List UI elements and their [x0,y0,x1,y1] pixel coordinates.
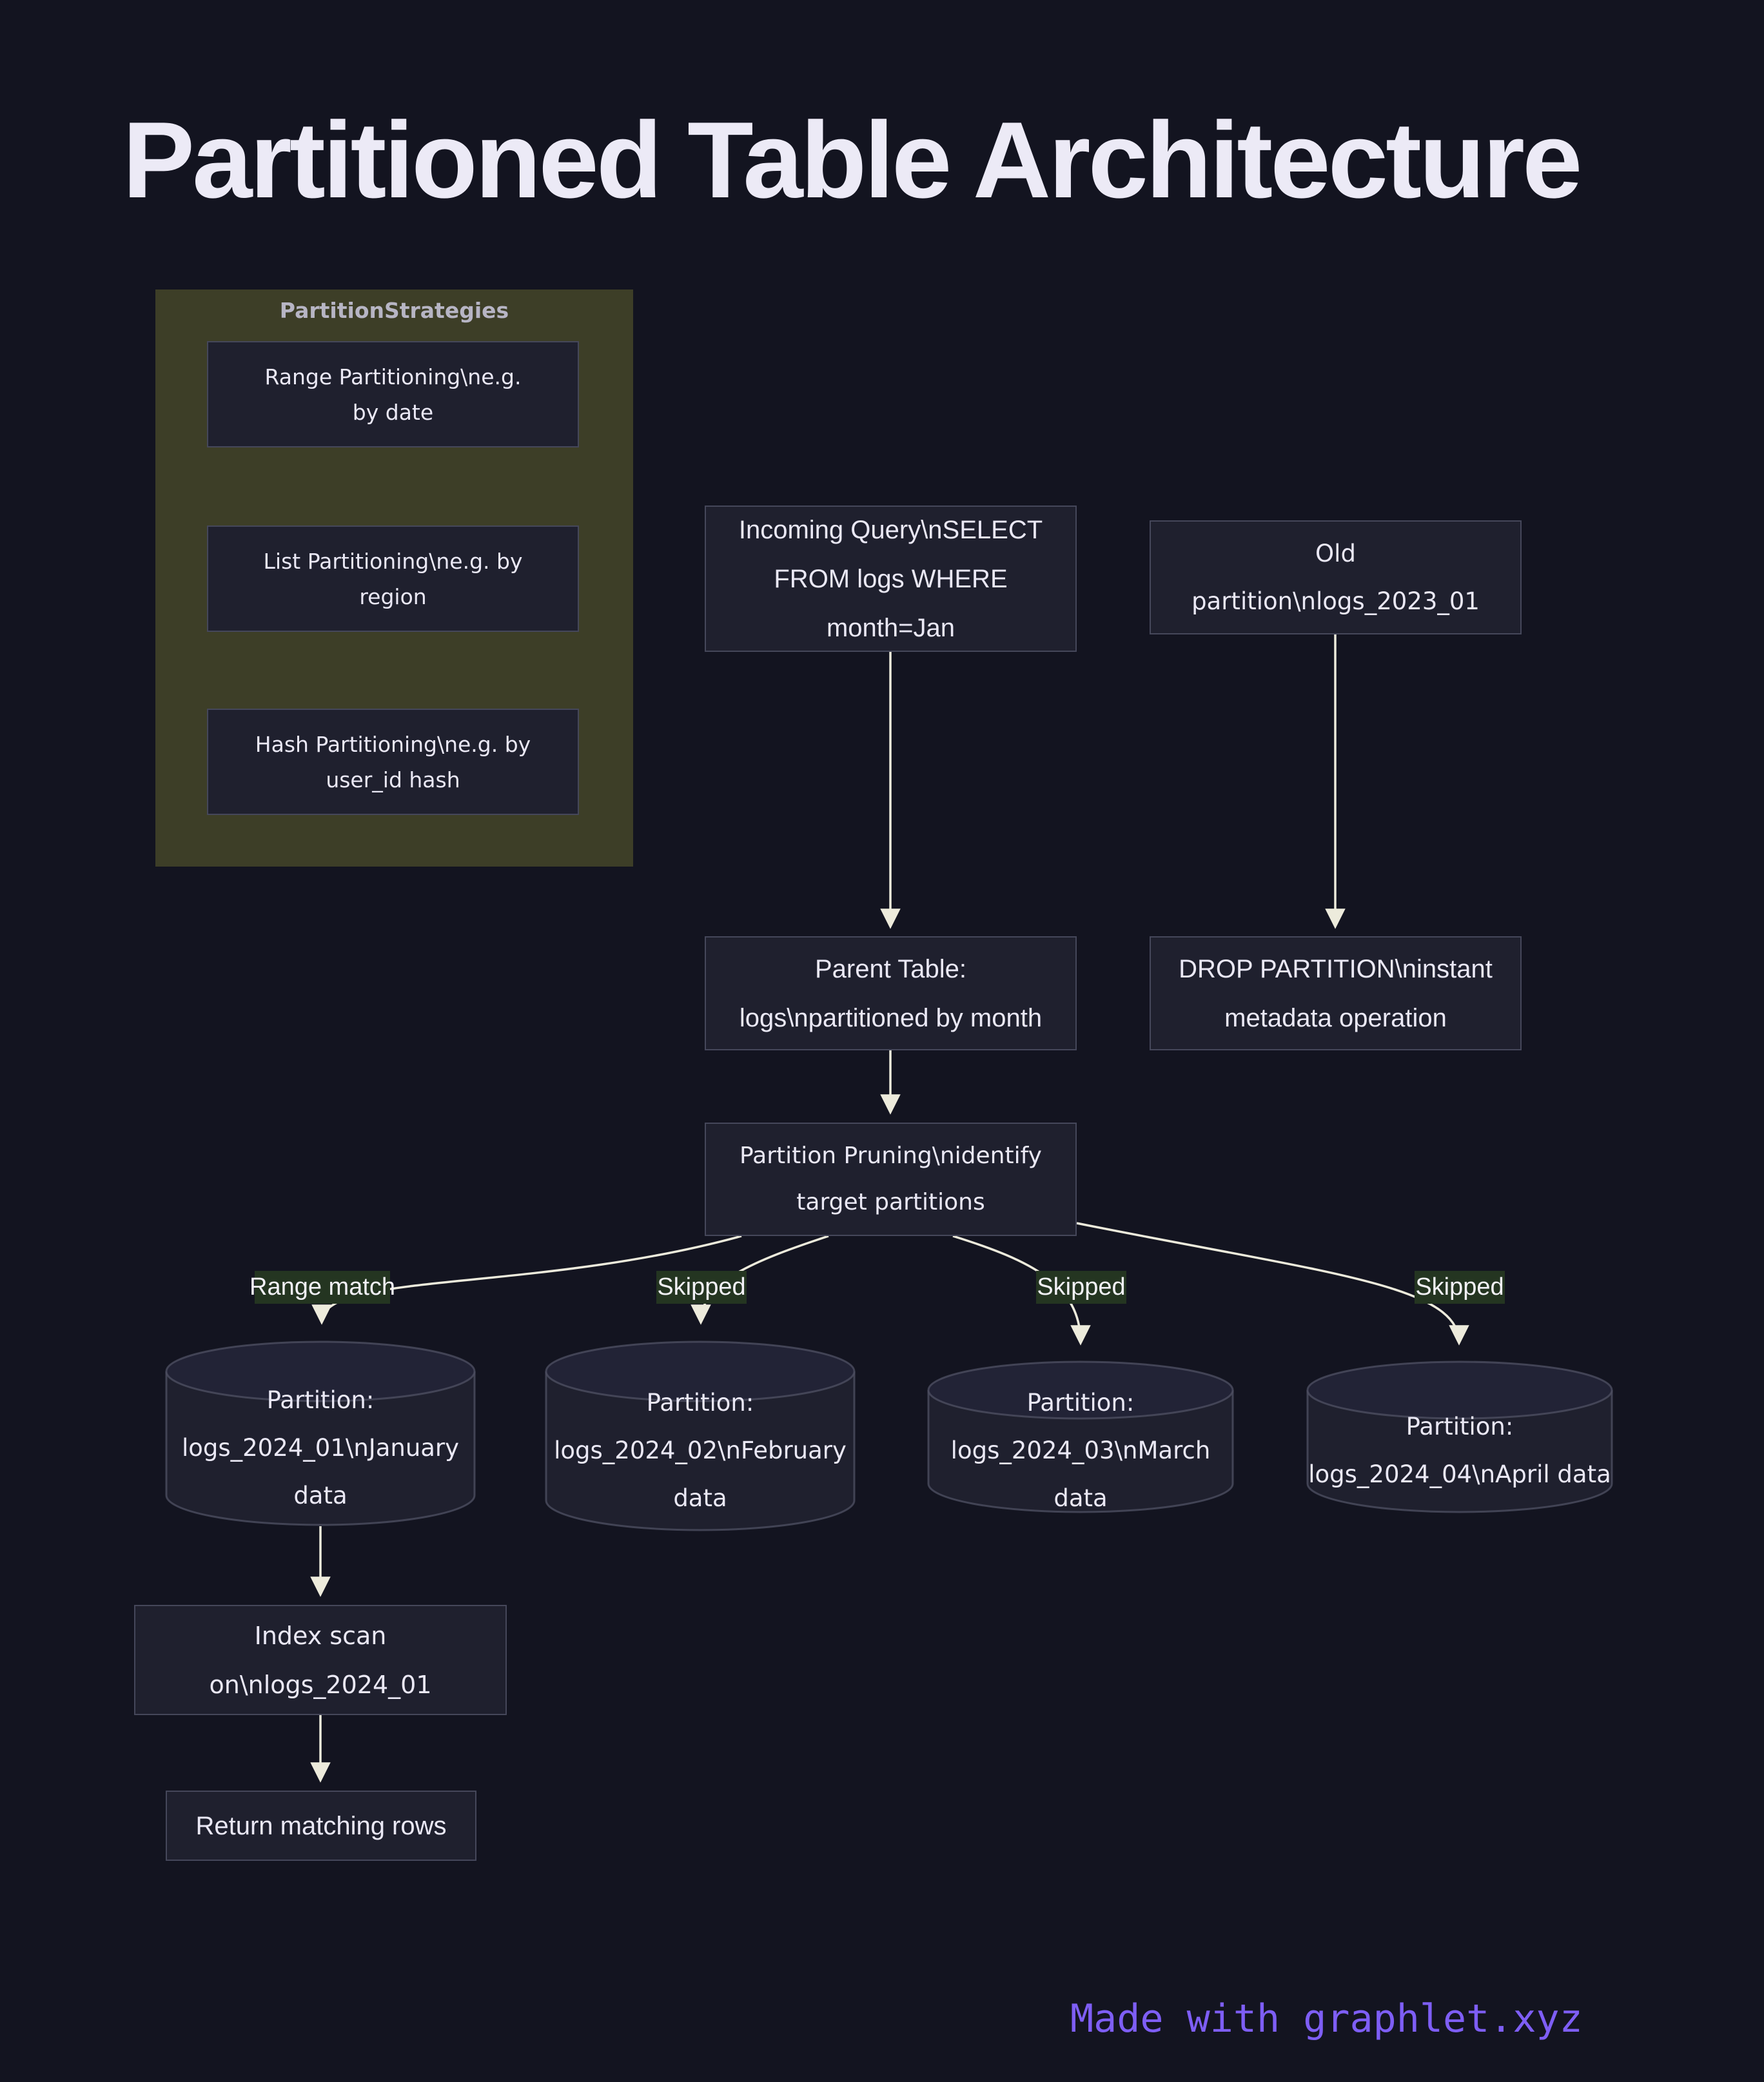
cylinder-logs-2024-01: Partition: logs_2024_01\nJanuary data [164,1341,476,1526]
watermark-text: Made with graphlet.xyz [1070,1996,1583,2041]
cylinder-logs-2024-03: Partition: logs_2024_03\nMarch data [926,1360,1235,1513]
node-incoming-query: Incoming Query\nSELECT FROM logs WHERE m… [705,506,1077,652]
node-return-rows: Return matching rows [166,1791,476,1861]
page-title: Partitioned Table Architecture [122,99,1582,221]
cylinder-logs-2024-04: Partition: logs_2024_04\nApril data [1306,1360,1614,1513]
edge-label-skipped-3: Skipped [1415,1271,1505,1304]
node-list-partitioning: List Partitioning\ne.g. by region [207,525,579,632]
edge-pruning-to-apr [1076,1222,1469,1346]
cylinder-shape [545,1341,856,1531]
edge-pruning-to-jan [311,1235,742,1325]
cylinder-shape [927,1360,1234,1513]
edge-label-skipped-2: Skipped [1036,1271,1126,1304]
edge-label-skipped-1: Skipped [656,1271,747,1304]
node-parent-table: Parent Table: logs\npartitioned by month [705,936,1077,1050]
node-range-partitioning: Range Partitioning\ne.g. by date [207,341,579,447]
cylinder-label: Partition: logs_2024_02\nFebruary data [554,1389,847,1512]
cylinder-logs-2024-02: Partition: logs_2024_02\nFebruary data [544,1341,856,1531]
cylinder-shape [1306,1360,1613,1513]
edge-label-range-match: Range match [250,1271,395,1304]
cylinder-label: Partition: logs_2024_01\nJanuary data [181,1386,460,1509]
cylinder-label: Partition: logs_2024_04\nApril data [1308,1412,1611,1488]
cylinder-label: Partition: logs_2024_03\nMarch data [950,1388,1211,1512]
node-drop-partition: DROP PARTITION\ninstant metadata operati… [1150,936,1522,1050]
cylinder-shape [165,1341,476,1526]
node-index-scan: Index scan on\nlogs_2024_01 [134,1605,507,1715]
node-old-partition: Old partition\nlogs_2023_01 [1150,520,1522,634]
node-partition-pruning: Partition Pruning\nidentify target parti… [705,1123,1077,1236]
node-hash-partitioning: Hash Partitioning\ne.g. by user_id hash [207,709,579,815]
group-partition-strategies-label: PartitionStrategies [279,298,509,323]
